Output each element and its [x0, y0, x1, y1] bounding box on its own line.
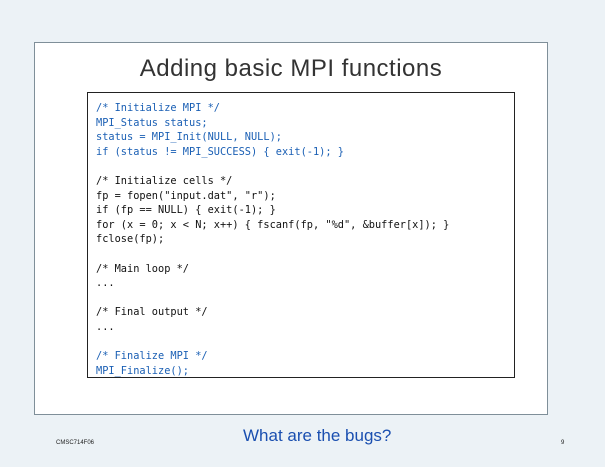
code-line: /* Initialize cells */: [96, 174, 233, 187]
slide: Adding basic MPI functions /* Initialize…: [34, 42, 564, 446]
code-line: fclose(fp);: [96, 233, 165, 246]
code-line: if (status != MPI_SUCCESS) { exit(-1); }: [96, 145, 344, 158]
code-line: ...: [96, 320, 115, 333]
code-line: /* Final output */: [96, 306, 208, 319]
code-line: fp = fopen("input.dat", "r");: [96, 189, 276, 202]
code-line: MPI_Status status;: [96, 116, 208, 129]
code-line: /* Main loop */: [96, 262, 189, 275]
code-line: /* Initialize MPI */: [96, 102, 220, 114]
code-listing: /* Initialize MPI */ MPI_Status status; st…: [96, 101, 449, 378]
slide-title: Adding basic MPI functions: [139, 55, 443, 82]
code-line: MPI_Finalize();: [96, 364, 189, 377]
code-line: ...: [96, 277, 115, 290]
course-code: CMSC714F06: [56, 440, 95, 446]
code-line: /* Finalize MPI */: [96, 350, 208, 363]
code-line: [96, 335, 449, 350]
code-box: /* Initialize MPI */ MPI_Status status; st…: [87, 92, 515, 378]
code-line: [96, 291, 449, 306]
code-line: [96, 247, 449, 262]
code-line: for (x = 0; x < N; x++) { fscanf(fp, "%d…: [96, 218, 450, 231]
question-text: What are the bugs?: [243, 426, 392, 445]
code-line: if (fp == NULL) { exit(-1); }: [96, 204, 276, 217]
code-line: status = MPI_Init(NULL, NULL);: [96, 131, 282, 144]
page-number: 9: [561, 440, 565, 446]
code-line: [96, 159, 449, 174]
